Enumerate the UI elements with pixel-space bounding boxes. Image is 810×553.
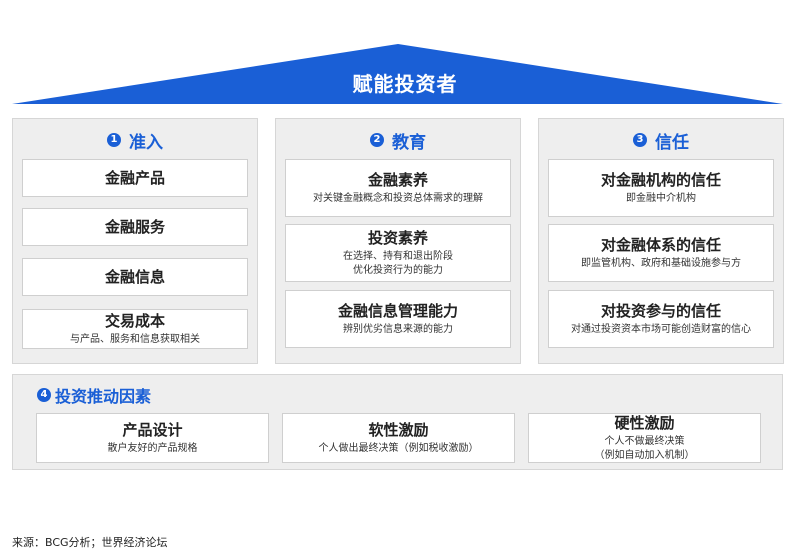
source-note: 来源：BCG分析；世界经济论坛 bbox=[12, 536, 168, 549]
card-subtitle: 散户友好的产品规格 bbox=[107, 443, 198, 454]
pillar-education-header: 2 教育 bbox=[276, 127, 520, 153]
card-title: 投资素养 bbox=[367, 229, 428, 247]
number-badge-icon: 3 bbox=[633, 133, 647, 147]
drivers-header: 4 投资推动因素 bbox=[37, 383, 151, 407]
card-subtitle: 即金融中介机构 bbox=[626, 193, 696, 204]
card-product-design: 产品设计 散户友好的产品规格 bbox=[36, 413, 269, 463]
card-title: 硬性激励 bbox=[614, 414, 675, 432]
pillar-access: 1 准入 金融产品 金融服务 金融信息 交易成本 与产品、服务和信息获取相关 bbox=[12, 118, 258, 364]
roof-title: 赋能投资者 bbox=[352, 72, 458, 96]
card-title: 软性激励 bbox=[368, 421, 429, 439]
number-badge-icon: 4 bbox=[37, 388, 51, 402]
card-title: 金融信息 bbox=[104, 268, 165, 286]
card-title: 对金融机构的信任 bbox=[600, 171, 721, 189]
card-title: 金融服务 bbox=[104, 218, 165, 236]
card-subtitle: 个人不做最终决策 （例如自动加入机制） bbox=[594, 436, 695, 461]
number-badge-icon: 1 bbox=[107, 133, 121, 147]
card-hard-incentives: 硬性激励 个人不做最终决策 （例如自动加入机制） bbox=[528, 413, 761, 463]
card-trust-institutions: 对金融机构的信任 即金融中介机构 bbox=[548, 159, 774, 217]
pillar-education: 2 教育 金融素养 对关键金融概念和投资总体需求的理解 投资素养 在选择、持有和… bbox=[275, 118, 521, 364]
card-financial-information: 金融信息 bbox=[22, 258, 248, 296]
pillar-title: 教育 bbox=[392, 132, 426, 153]
card-soft-incentives: 软性激励 个人做出最终决策（例如税收激励） bbox=[282, 413, 515, 463]
pillar-title: 准入 bbox=[129, 132, 163, 153]
card-financial-literacy: 金融素养 对关键金融概念和投资总体需求的理解 bbox=[285, 159, 511, 217]
roof-triangle bbox=[12, 44, 783, 104]
pillar-trust-header: 3 信任 bbox=[539, 127, 783, 153]
pillar-trust: 3 信任 对金融机构的信任 即金融中介机构 对金融体系的信任 即监管机构、政府和… bbox=[538, 118, 784, 364]
card-title: 金融信息管理能力 bbox=[337, 302, 458, 320]
pillar-title: 信任 bbox=[655, 132, 689, 153]
card-subtitle: 在选择、持有和退出阶段 优化投资行为的能力 bbox=[343, 251, 453, 276]
card-subtitle: 对通过投资资本市场可能创造财富的信心 bbox=[571, 324, 751, 335]
card-title: 对投资参与的信任 bbox=[600, 302, 721, 320]
card-title: 对金融体系的信任 bbox=[600, 236, 721, 254]
investment-drivers-panel: 4 投资推动因素 产品设计 散户友好的产品规格 软性激励 个人做出最终决策（例如… bbox=[12, 374, 783, 470]
card-subtitle: 个人做出最终决策（例如税收激励） bbox=[318, 443, 479, 454]
card-subtitle: 辨别优劣信息来源的能力 bbox=[343, 324, 453, 335]
card-trust-participation: 对投资参与的信任 对通过投资资本市场可能创造财富的信心 bbox=[548, 290, 774, 348]
card-title: 产品设计 bbox=[122, 421, 183, 439]
card-trust-system: 对金融体系的信任 即监管机构、政府和基础设施参与方 bbox=[548, 224, 774, 282]
card-financial-products: 金融产品 bbox=[22, 159, 248, 197]
card-transaction-costs: 交易成本 与产品、服务和信息获取相关 bbox=[22, 309, 248, 349]
card-title: 金融素养 bbox=[367, 171, 428, 189]
drivers-title: 投资推动因素 bbox=[55, 387, 152, 406]
pillar-access-header: 1 准入 bbox=[13, 127, 257, 153]
card-title: 金融产品 bbox=[104, 169, 165, 187]
card-financial-services: 金融服务 bbox=[22, 208, 248, 246]
card-subtitle: 即监管机构、政府和基础设施参与方 bbox=[581, 258, 741, 269]
card-subtitle: 对关键金融概念和投资总体需求的理解 bbox=[313, 193, 483, 204]
card-investment-literacy: 投资素养 在选择、持有和退出阶段 优化投资行为的能力 bbox=[285, 224, 511, 282]
card-information-management: 金融信息管理能力 辨别优劣信息来源的能力 bbox=[285, 290, 511, 348]
card-title: 交易成本 bbox=[104, 312, 165, 330]
number-badge-icon: 2 bbox=[370, 133, 384, 147]
card-subtitle: 与产品、服务和信息获取相关 bbox=[70, 334, 200, 345]
